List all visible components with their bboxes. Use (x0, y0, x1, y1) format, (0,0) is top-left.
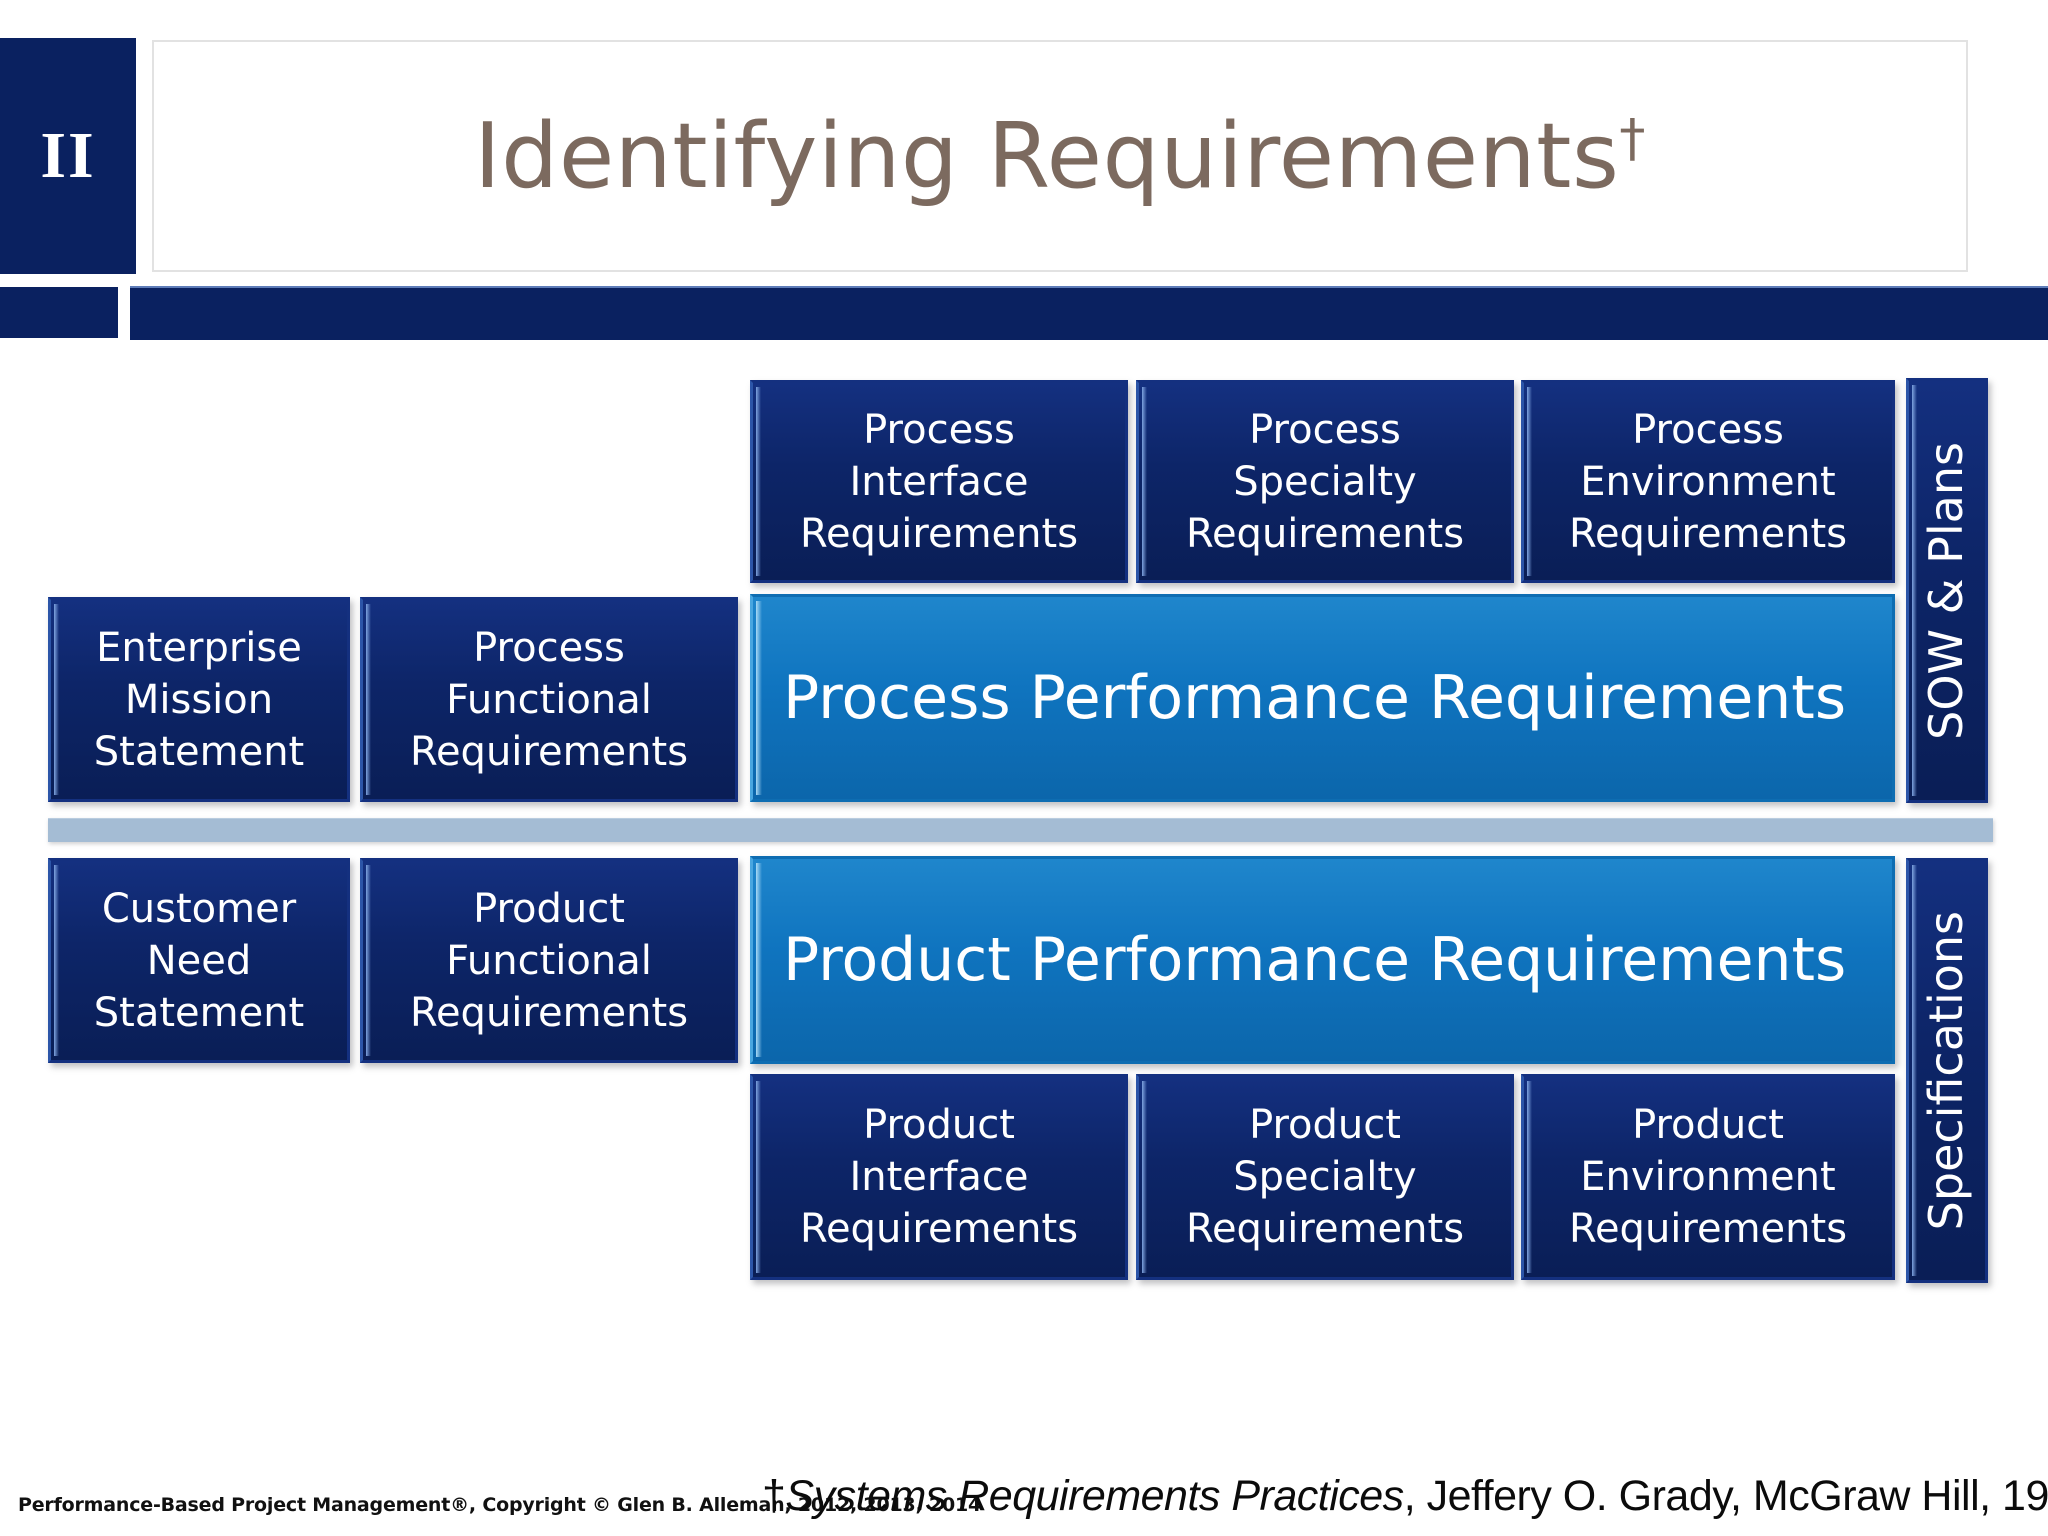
citation-book-title: Systems Requirements Practices (785, 1472, 1404, 1520)
bar-label: Process Performance Requirements (783, 663, 1847, 733)
box-specifications[interactable]: Specifications (1906, 858, 1988, 1283)
bar-product-performance-requirements[interactable]: Product Performance Requirements (750, 856, 1895, 1064)
chapter-badge: II (0, 38, 136, 274)
slide-header: II Identifying Requirements† (0, 0, 2048, 340)
citation-marker: † (762, 1472, 786, 1520)
header-rule-left (0, 287, 118, 338)
bar-process-performance-requirements[interactable]: Process Performance Requirements (750, 594, 1895, 802)
row-divider (48, 818, 1993, 842)
box-sow-and-plans[interactable]: SOW & Plans (1906, 378, 1988, 803)
page-title-text: Identifying Requirements (474, 103, 1620, 209)
title-footnote-marker: † (1619, 108, 1646, 169)
box-label: SOW & Plans (1919, 441, 1974, 740)
page-title: Identifying Requirements† (474, 104, 1646, 209)
citation-rest: , Jeffery O. Grady, McGraw Hill, 1993 (1403, 1472, 2048, 1520)
bar-label: Product Performance Requirements (783, 925, 1847, 995)
footer-copyright: Performance-Based Project Management®, C… (18, 1494, 982, 1516)
title-frame: Identifying Requirements† (152, 40, 1968, 272)
header-rule-right (130, 286, 2048, 340)
box-label: Specifications (1919, 910, 1974, 1231)
footer-citation: †Systems Requirements Practices, Jeffery… (762, 1472, 2048, 1521)
chapter-badge-label: II (40, 119, 96, 192)
